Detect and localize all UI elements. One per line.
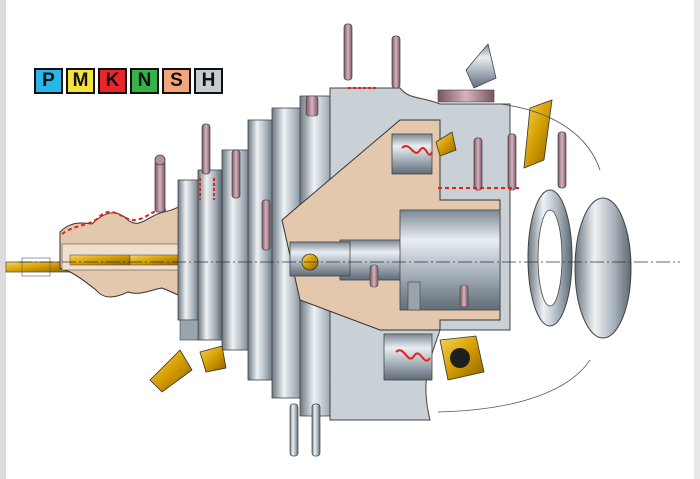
iso-cell-h: H (194, 68, 223, 94)
iso-cell-s: S (162, 68, 191, 94)
left-edge-strip (0, 0, 6, 479)
thread-tool-lower (383, 333, 485, 381)
thread-tool-upper (391, 131, 457, 175)
iso-material-legend: P M K N S H (34, 68, 226, 94)
grooving-tool-left (154, 154, 166, 213)
iso-cell-n: N (130, 68, 159, 94)
iso-cell-p: P (34, 68, 63, 94)
chip-trail-top (61, 208, 167, 235)
top-tools (305, 23, 497, 117)
grooving-tools-mid (201, 123, 271, 251)
bottom-tools (289, 403, 321, 457)
sweep-arc-top (499, 103, 601, 171)
iso-cell-k: K (98, 68, 127, 94)
ring-parts (527, 189, 632, 339)
chip-marks-mid (199, 178, 215, 200)
iso-cell-m: M (66, 68, 95, 94)
bottom-left-inserts (149, 345, 227, 393)
workpiece-profile (59, 199, 201, 301)
inner-bore (289, 209, 501, 311)
right-grooving-tools (438, 99, 567, 191)
sweep-arc-bottom (437, 359, 591, 413)
right-edge-strip (694, 0, 700, 479)
